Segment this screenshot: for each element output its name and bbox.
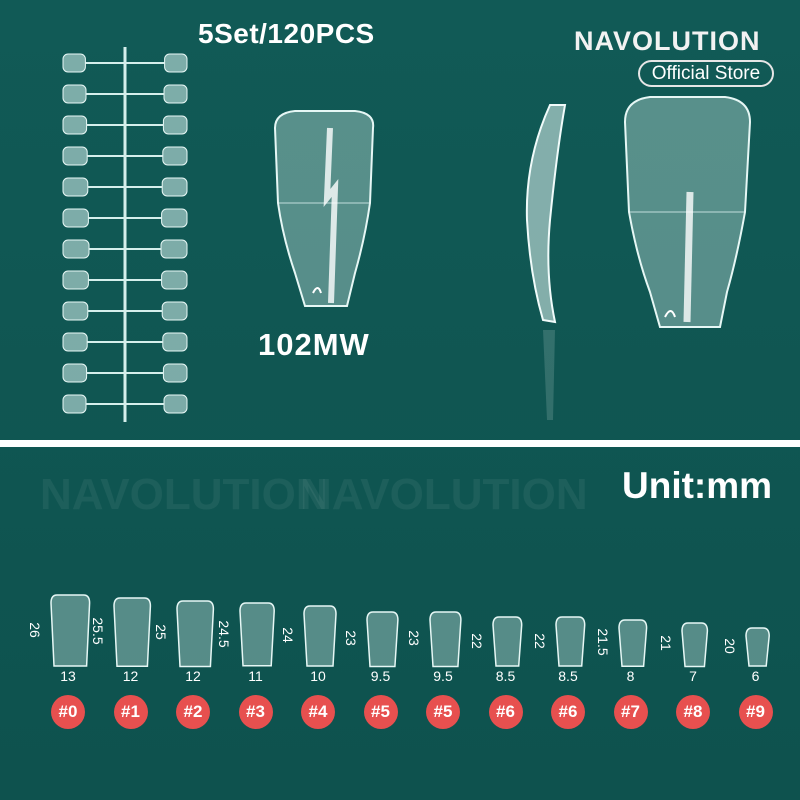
official-store-badge: Official Store — [638, 60, 774, 87]
length-label: 24.5 — [216, 620, 233, 648]
nail-tip — [62, 239, 90, 259]
nail-tip — [162, 363, 188, 383]
nail-tip — [164, 53, 188, 73]
large-nail-illustration — [623, 96, 752, 328]
size-chart: 26 13 #0 25.5 12 #1 25 12 #2 24.5 11 #3 24 10 #4 23 9.5 #… — [0, 560, 800, 740]
size-badge: #6 — [488, 695, 523, 729]
size-badge: #4 — [301, 695, 335, 729]
length-label: 20 — [721, 638, 738, 654]
nail-tip — [162, 115, 188, 135]
nail-tip — [162, 332, 188, 352]
size-badge: #0 — [51, 695, 85, 729]
nail-tip — [62, 332, 88, 352]
length-label: 22 — [469, 632, 486, 649]
size-nail-shape — [428, 610, 462, 667]
width-label: 11 — [248, 668, 263, 684]
nail-tip — [62, 270, 89, 290]
length-label: 21.5 — [594, 628, 611, 656]
width-label: 10 — [310, 668, 326, 684]
nail-tip — [62, 146, 88, 166]
section-divider — [0, 440, 800, 447]
size-badge: #7 — [613, 695, 648, 729]
nail-tip — [161, 177, 188, 197]
size-nail-shape — [617, 619, 648, 667]
nail-tip — [62, 208, 89, 228]
width-label: 13 — [60, 668, 76, 684]
nail-tip — [162, 146, 188, 166]
size-badge: #1 — [113, 695, 148, 729]
nail-tip — [161, 301, 188, 321]
size-nail-shape — [745, 627, 770, 667]
width-label: 6 — [751, 668, 760, 684]
nail-tip — [62, 115, 88, 135]
nail-tip — [62, 53, 86, 73]
length-label: 24 — [280, 627, 296, 643]
size-nail-shape — [49, 594, 91, 667]
size-badge: #3 — [238, 695, 273, 729]
width-label: 8.5 — [495, 668, 516, 684]
size-badge: #5 — [363, 695, 398, 729]
unit-label: Unit:mm — [622, 465, 773, 506]
model-label: 102MW — [258, 327, 370, 362]
width-label: 9.5 — [370, 668, 391, 684]
length-label: 26 — [26, 621, 43, 638]
set-count-label: 5Set/120PCS — [198, 18, 375, 49]
nail-tip-tree — [62, 47, 188, 422]
length-label: 25 — [152, 624, 169, 641]
width-label: 12 — [185, 668, 201, 684]
length-label: 23 — [405, 629, 422, 646]
size-badge: #9 — [738, 695, 773, 729]
size-nail-shape — [681, 621, 709, 667]
side-nail-illustration — [525, 104, 567, 420]
length-label: 25.5 — [90, 617, 107, 645]
size-badge: #8 — [676, 695, 710, 729]
nail-tip — [163, 394, 188, 414]
size-nail-shape — [554, 616, 586, 667]
size-nail-shape — [303, 605, 337, 667]
size-nail-shape — [492, 616, 523, 667]
nail-tip — [62, 394, 87, 414]
size-nail-shape — [366, 610, 399, 667]
size-badge: #2 — [176, 695, 210, 729]
length-label: 21 — [658, 635, 675, 652]
length-label: 23 — [343, 629, 360, 646]
nail-tip — [160, 239, 188, 259]
watermark: NAVOLUTION — [300, 470, 588, 519]
width-label: 8.5 — [558, 668, 578, 684]
nail-tip — [161, 270, 188, 290]
watermark: NAVOLUTION — [40, 470, 328, 519]
nail-tip — [62, 84, 87, 104]
nail-tip — [161, 208, 188, 228]
front-nail-illustration — [273, 110, 375, 307]
width-label: 12 — [122, 668, 139, 684]
nail-tip — [62, 301, 89, 321]
nail-tip — [62, 177, 89, 197]
size-nail-shape — [239, 602, 276, 667]
width-label: 9.5 — [433, 668, 453, 684]
size-nail-shape — [176, 599, 214, 667]
length-label: 22 — [531, 632, 548, 649]
size-nail-shape — [113, 597, 152, 667]
size-badge: #5 — [426, 695, 460, 729]
width-label: 7 — [689, 668, 697, 684]
brand-logo: NAVOLUTION — [574, 26, 761, 56]
width-label: 8 — [626, 668, 635, 684]
size-badge: #6 — [551, 695, 585, 729]
nail-tip — [62, 363, 88, 383]
nail-tip — [163, 84, 188, 104]
